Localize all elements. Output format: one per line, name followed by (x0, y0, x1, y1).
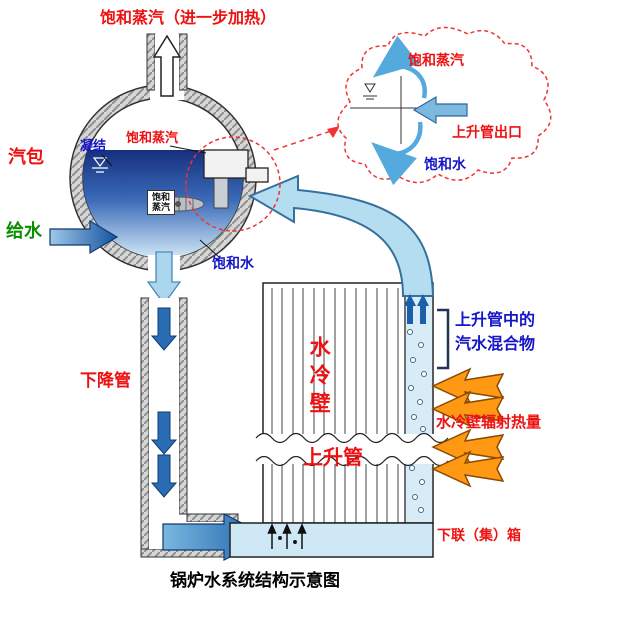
downflow-arrow (150, 307, 178, 351)
radiant-arrow (431, 450, 505, 488)
downflow-arrow (150, 454, 178, 498)
radiant-arrow (431, 390, 505, 428)
downcomer-label: 下降管 (80, 371, 131, 390)
radiant-arrows (431, 367, 505, 488)
mixture-label-line2: 汽水混合物 (455, 336, 536, 353)
radiant-arrow (431, 367, 505, 405)
condensation-label: 凝结 (80, 138, 107, 153)
cloud-water-swirl (371, 121, 423, 186)
cloud-outlet-arrow (412, 95, 468, 125)
radiant-arrow (431, 428, 505, 466)
drum-inner-box-label: 饱和蒸汽 (147, 190, 175, 215)
radiant-heat-label: 水冷壁辐射热量 (436, 414, 542, 431)
detail-cloud (337, 26, 552, 186)
cloud-riser-outlet-label: 上升管出口 (452, 124, 522, 140)
detail-callout (185, 126, 340, 232)
lower-header-box (229, 522, 434, 558)
cloud-saturated-steam-label: 饱和蒸汽 (408, 52, 464, 68)
drum-exit-arrow (146, 251, 182, 306)
drum-label: 汽包 (8, 147, 44, 167)
riser-up-arrow (417, 294, 429, 324)
saturated-water-label: 饱和水 (212, 255, 254, 271)
curved-steam-arrow (247, 174, 435, 324)
steam-up-arrow (152, 34, 182, 97)
riser-label: 上升管 (303, 447, 363, 469)
diagram-title: 锅炉水系统结构示意图 (170, 571, 340, 590)
downcomer-pipe (140, 251, 271, 561)
bubble-column (407, 329, 427, 513)
water-wall-label: 水冷壁 (307, 336, 331, 420)
mixture-bracket (437, 308, 450, 370)
lower-header-label: 下联（集）箱 (437, 527, 521, 543)
downflow-arrow (150, 411, 178, 455)
cloud-saturated-water-label: 饱和水 (424, 156, 466, 172)
drum-outlet-pipe (146, 33, 188, 100)
saturated-steam-label: 饱和蒸汽 (126, 130, 179, 145)
top-steam-label: 饱和蒸汽（进一步加热） (100, 10, 277, 27)
cloud-steam-swirl (372, 35, 427, 99)
feedwater-arrow (49, 219, 119, 255)
riser-up-arrow (404, 294, 416, 324)
feedwater-label: 给水 (6, 221, 42, 241)
mixture-label-line1: 上升管中的 (455, 312, 536, 329)
